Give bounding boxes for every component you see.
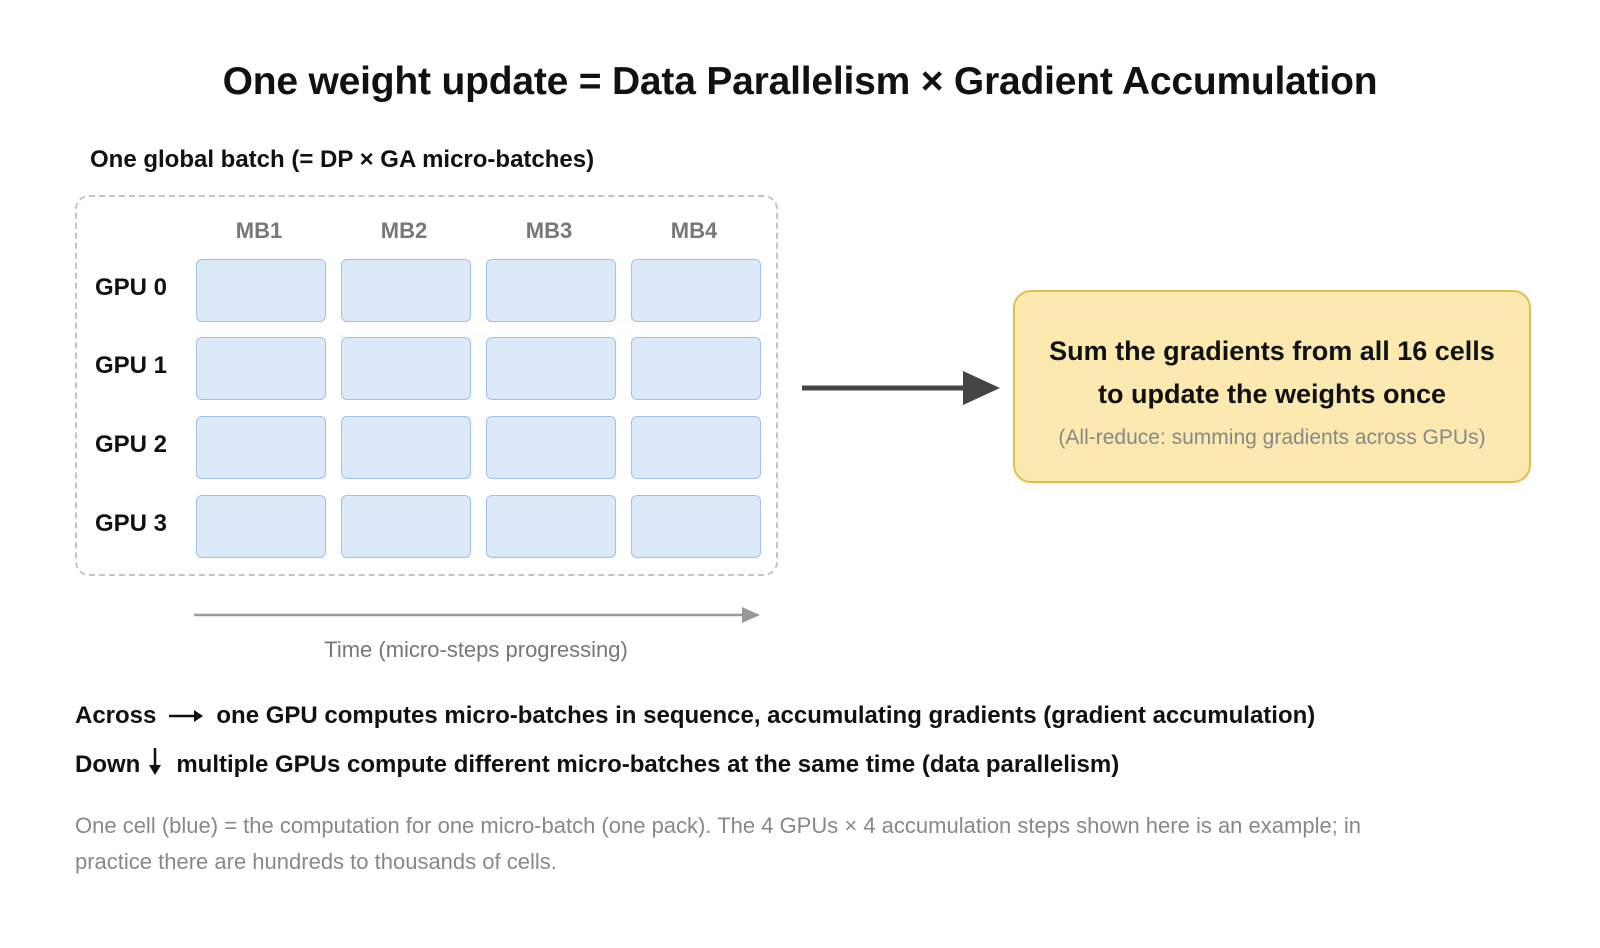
micro-batch-cell <box>196 416 326 479</box>
across-label: Across <box>75 702 157 729</box>
result-box: Sum the gradients from all 16 cells to u… <box>1013 290 1531 483</box>
micro-batch-cell <box>486 259 616 322</box>
column-header-mb1: MB1 <box>235 218 283 243</box>
down-label: Down <box>75 750 141 778</box>
micro-batch-cell <box>196 495 326 558</box>
result-note: (All-reduce: summing gradients across GP… <box>1058 426 1486 449</box>
column-header-mb2: MB2 <box>380 218 428 243</box>
column-header-mb3: MB3 <box>525 218 573 243</box>
micro-batch-cell <box>631 259 761 322</box>
micro-batch-cell <box>341 416 471 479</box>
global-batch-container <box>75 195 778 576</box>
micro-batch-cell <box>341 259 471 322</box>
micro-batch-cell <box>341 337 471 400</box>
global-batch-label: One global batch (= DP × GA micro-batche… <box>90 146 595 173</box>
right-arrow-icon <box>168 702 204 730</box>
micro-batch-cell <box>196 259 326 322</box>
result-line-1: Sum the gradients from all 16 cells <box>1049 336 1495 366</box>
footnote: One cell (blue) = the computation for on… <box>75 813 1362 874</box>
row-header-gpu1: GPU 1 <box>95 352 168 379</box>
explanation-across: Across one GPU computes micro-batches in… <box>75 702 1315 730</box>
micro-batch-cell <box>486 416 616 479</box>
time-axis-arrow-icon <box>192 603 764 632</box>
result-text: Sum the gradients from all 16 cells to u… <box>1015 330 1529 416</box>
down-arrow-icon <box>148 746 162 783</box>
column-header-mb4: MB4 <box>670 218 718 243</box>
row-header-gpu0: GPU 0 <box>95 274 168 301</box>
micro-batch-cell <box>631 416 761 479</box>
micro-batch-cell <box>196 337 326 400</box>
time-axis-label: Time (micro-steps progressing) <box>324 637 628 662</box>
row-header-gpu3: GPU 3 <box>95 510 168 537</box>
explanation-down: Down multiple GPUs compute different mic… <box>75 746 1119 783</box>
micro-batch-cell <box>486 495 616 558</box>
micro-batch-cell <box>486 337 616 400</box>
diagram-title: One weight update = Data Parallelism × G… <box>222 60 1378 103</box>
result-line-2: to update the weights once <box>1097 379 1447 409</box>
row-header-gpu2: GPU 2 <box>95 431 168 458</box>
micro-batch-cell <box>631 337 761 400</box>
flow-arrow-icon <box>800 368 1002 413</box>
down-text: multiple GPUs compute different micro-ba… <box>176 750 1120 778</box>
across-text: one GPU computes micro-batches in sequen… <box>216 702 1316 729</box>
micro-batch-cell <box>341 495 471 558</box>
micro-batch-cell <box>631 495 761 558</box>
